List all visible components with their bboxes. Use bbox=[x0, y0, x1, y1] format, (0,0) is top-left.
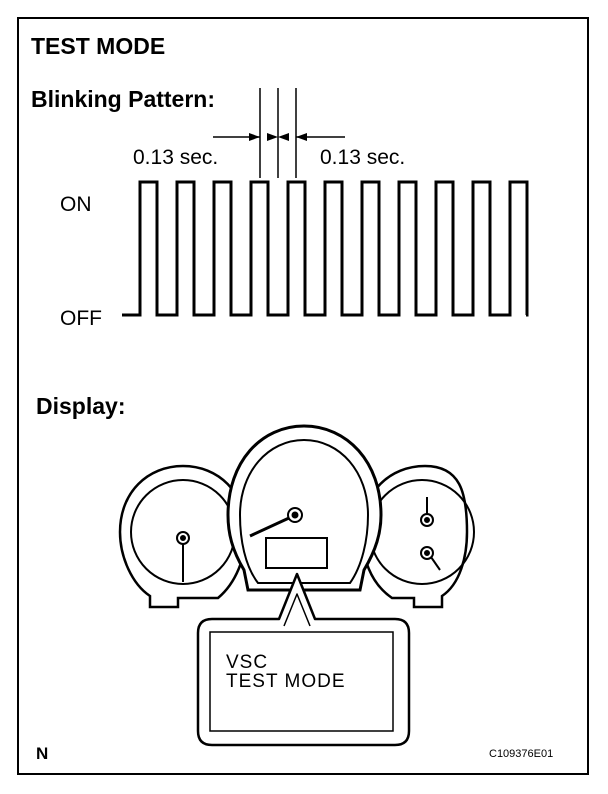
callout-balloon bbox=[196, 572, 411, 747]
display-heading: Display: bbox=[36, 393, 126, 419]
blinking-waveform bbox=[122, 180, 529, 317]
center-needle-pivot bbox=[291, 511, 299, 519]
lcd-text-line-1: VSC bbox=[226, 652, 269, 673]
arrow-head-left bbox=[249, 133, 260, 141]
time-off-label: 0.13 sec. bbox=[320, 146, 406, 169]
right-lower-needle-hub bbox=[420, 546, 434, 560]
left-gauge-housing bbox=[118, 464, 248, 609]
right-gauge-housing bbox=[360, 464, 469, 609]
callout-balloon-inner bbox=[283, 593, 311, 627]
right-gauge-face bbox=[369, 479, 475, 585]
blinking-pattern-heading: Blinking Pattern: bbox=[31, 86, 216, 112]
level-off-label: OFF bbox=[60, 307, 102, 330]
arrow-head-mid-right bbox=[278, 133, 289, 141]
dimension-arrows bbox=[249, 133, 307, 141]
level-on-label: ON bbox=[60, 193, 92, 216]
corner-letter: N bbox=[36, 744, 49, 763]
arrow-head-mid-left bbox=[267, 133, 278, 141]
center-gauge-face bbox=[238, 438, 370, 584]
time-on-label: 0.13 sec. bbox=[133, 146, 219, 169]
center-gauge-housing bbox=[226, 424, 383, 592]
figure-code: C109376E01 bbox=[489, 748, 554, 760]
lcd-text-line-2: TEST MODE bbox=[226, 671, 346, 692]
right-lower-needle bbox=[430, 556, 441, 571]
center-needle-hub bbox=[287, 507, 303, 523]
center-needle bbox=[249, 516, 290, 538]
instrument-cluster bbox=[118, 424, 475, 609]
figure-frame bbox=[17, 17, 589, 775]
left-needle-pivot bbox=[180, 535, 186, 541]
center-lcd-window bbox=[265, 537, 328, 569]
arrow-head-right bbox=[296, 133, 307, 141]
page-title: TEST MODE bbox=[31, 33, 166, 59]
right-upper-needle-pivot bbox=[424, 517, 430, 523]
enlarged-lcd-screen bbox=[209, 631, 394, 732]
right-lower-needle-pivot bbox=[424, 550, 430, 556]
